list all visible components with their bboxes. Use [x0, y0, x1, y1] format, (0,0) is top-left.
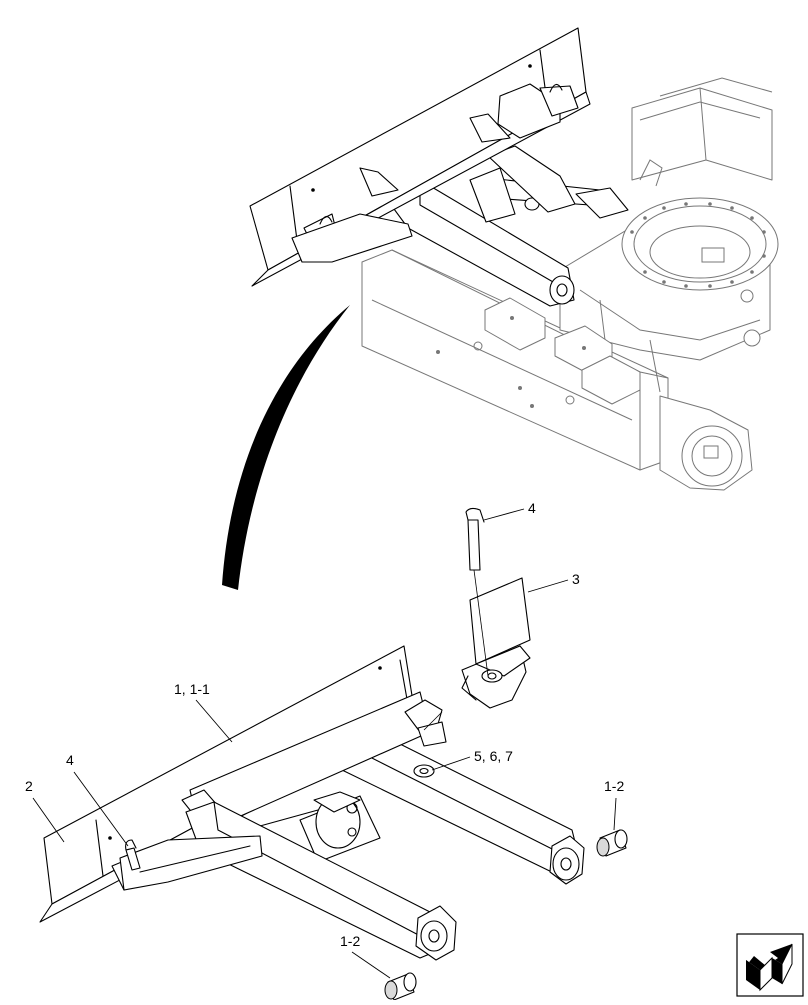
cross-tube: [259, 791, 381, 869]
upper-blade-assembly: [249, 27, 629, 307]
callout-label: 4: [528, 500, 536, 516]
callout-label: 2: [25, 778, 33, 794]
undercarriage-frame: [361, 77, 779, 491]
callout-2: 2: [25, 778, 65, 843]
callout-label: 1, 1-1: [174, 681, 210, 697]
callout-label: 1-2: [604, 778, 624, 794]
callout-1-2-left: 1-2: [340, 933, 391, 979]
callout-1-1-1: 1, 1-1: [174, 681, 233, 743]
lock-pin-installed: [125, 839, 141, 871]
callout-label: 1-2: [340, 933, 360, 949]
direction-arc: [222, 305, 350, 590]
blade-bracket-part-3: [461, 577, 531, 709]
callout-5-6-7: 5, 6, 7: [431, 748, 513, 771]
callout-1-2-right: 1-2: [604, 778, 624, 831]
bushing-part-1-2-left: [384, 972, 417, 1001]
callout-label: 4: [66, 752, 74, 768]
bushing-part-1-2-right: [596, 829, 628, 857]
callout-3: 3: [527, 571, 580, 593]
callout-4-upper: 4: [483, 500, 536, 521]
callout-label: 3: [572, 571, 580, 587]
slewing-ring-bolts: [630, 202, 766, 288]
callout-4-lower: 4: [66, 752, 129, 847]
next-page-arrow-icon[interactable]: [736, 933, 804, 997]
callout-label: 5, 6, 7: [474, 748, 513, 764]
lock-pin-part-4: [465, 507, 489, 677]
washer-part-5-6-7: [413, 764, 435, 778]
push-arm-left: [119, 801, 457, 961]
